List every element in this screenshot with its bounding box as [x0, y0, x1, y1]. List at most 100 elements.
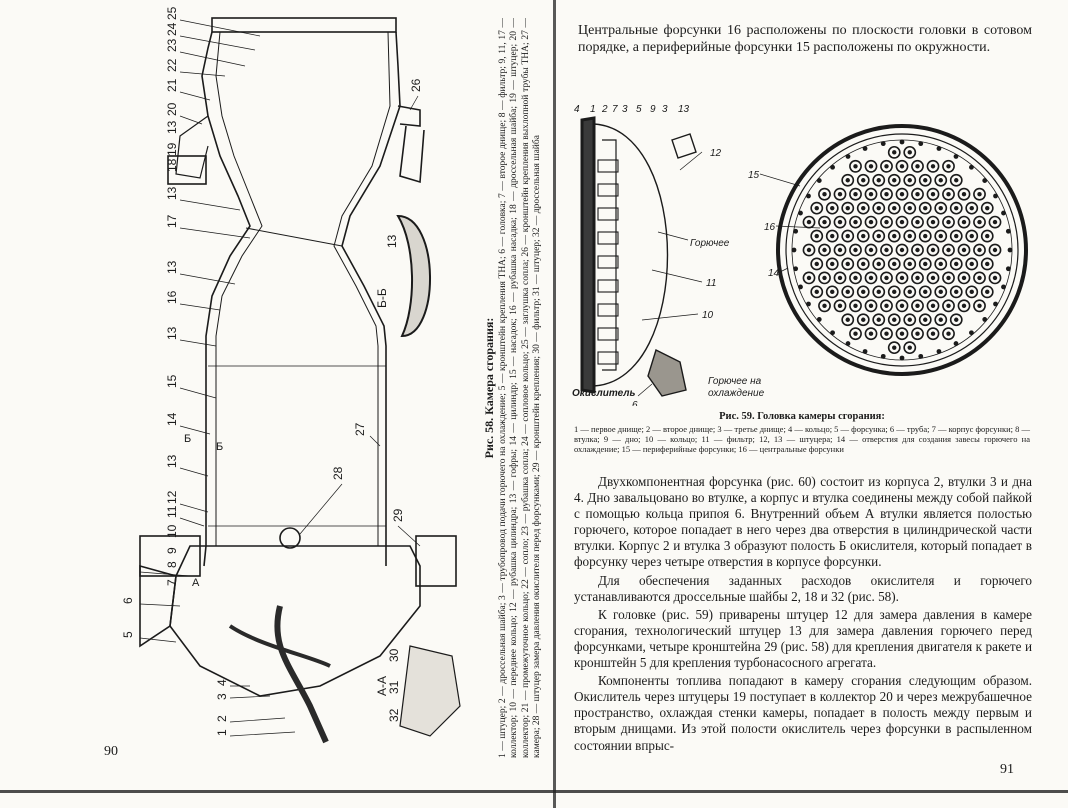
callout-label: 13: [165, 260, 179, 274]
peripheral-injector: [1005, 228, 1011, 234]
callout-label: 25: [165, 6, 179, 20]
injector-core: [946, 219, 951, 225]
mount-bracket: [139, 564, 177, 648]
injector-core: [899, 331, 905, 336]
peripheral-injector: [791, 247, 797, 253]
injector-core: [884, 331, 889, 336]
injector-core: [915, 275, 920, 281]
callout-label: 2: [215, 715, 229, 722]
callout-label: 14: [165, 412, 179, 426]
injector-core: [876, 261, 881, 267]
injector-core: [845, 233, 850, 239]
head-wall: [580, 116, 596, 394]
callout-label: 13: [385, 234, 399, 248]
injector-core: [868, 164, 874, 169]
injector-core: [915, 164, 920, 169]
callout-label: 29: [391, 508, 405, 522]
injector-core: [930, 219, 936, 225]
injector-core: [992, 219, 998, 225]
fitting-18-19: [167, 155, 207, 185]
injector-core: [923, 233, 928, 239]
injector-core: [915, 247, 920, 253]
peripheral-injector: [816, 317, 822, 322]
injector-core: [954, 317, 959, 322]
callout-label: 30: [387, 648, 401, 662]
injector-core: [946, 192, 951, 197]
section-bb-label: Б-Б: [375, 288, 389, 308]
injector-core: [907, 233, 912, 239]
peripheral-injector: [880, 141, 886, 147]
callout-label: 26: [409, 78, 423, 92]
callout-label: 21: [165, 78, 179, 92]
callout-label: 28: [331, 466, 345, 480]
peripheral-injector: [1007, 247, 1013, 253]
injector-core: [915, 331, 920, 336]
injector-core: [977, 247, 982, 253]
injector-core: [892, 345, 897, 350]
fitting-7-8: [139, 535, 201, 577]
injector-core: [938, 178, 943, 183]
injector-core: [837, 192, 843, 197]
callout-13: 13: [678, 104, 690, 115]
peripheral-injector: [816, 178, 822, 183]
injector-core: [907, 345, 912, 350]
peripheral-injector: [969, 164, 974, 170]
injector-core: [907, 150, 912, 155]
injector-core: [930, 247, 936, 253]
injector-core: [923, 261, 928, 267]
injector-core: [884, 275, 889, 281]
injector-core: [946, 331, 951, 336]
injector-core: [837, 219, 843, 225]
injector-core: [954, 289, 959, 295]
peripheral-injector: [953, 154, 959, 159]
callout-16: 16: [764, 222, 776, 233]
injector-core: [806, 219, 812, 225]
figure-58-callouts: 2524232221201319182613171316131514131211…: [121, 6, 423, 736]
injector-core: [954, 178, 959, 183]
callout-2: 2: [601, 104, 608, 115]
injector-core: [853, 192, 858, 197]
injector-core: [884, 192, 889, 197]
injector-core: [830, 289, 835, 295]
injector-core: [946, 247, 951, 253]
injector-core: [806, 275, 812, 281]
injector-core: [969, 233, 974, 239]
injector-core: [961, 303, 967, 308]
callout-1: 1: [590, 104, 596, 115]
injector-core: [907, 289, 912, 295]
injector-core: [892, 205, 897, 211]
injector-core: [992, 247, 998, 253]
injector-column: [597, 159, 619, 365]
injector-core: [954, 233, 959, 239]
injector-core: [845, 178, 850, 183]
figure-58-title: Рис. 58. Камера сгорания:: [482, 317, 496, 459]
callout-label: 19: [165, 142, 179, 156]
fitting-28: [279, 527, 301, 549]
callout-3b: 3: [662, 104, 668, 115]
callout-label: 32: [387, 708, 401, 722]
peripheral-injector: [1005, 266, 1011, 272]
injector-core: [915, 219, 920, 225]
callout-label: 3: [215, 693, 229, 700]
injector-core: [938, 205, 943, 211]
injector-core: [930, 331, 936, 336]
bracket-26: [399, 125, 425, 184]
figure-59-caption: Рис. 59. Головка камеры сгорания: 1 — пе…: [574, 411, 1030, 454]
peripheral-injector: [936, 146, 942, 151]
injector-core: [938, 233, 943, 239]
peripheral-injector: [830, 330, 835, 336]
injector-core: [985, 261, 990, 267]
paragraph-2: Для обеспечения заданных расходов окисли…: [574, 572, 1032, 604]
paragraph-4: Компоненты топлива попадают в камеру сго…: [574, 673, 1032, 753]
peripheral-injector: [845, 341, 851, 346]
injector-core: [837, 275, 843, 281]
nozzle-exit-ring: [211, 17, 397, 33]
callout-label: 1: [215, 729, 229, 736]
peripheral-injector: [862, 146, 868, 151]
injector-core: [899, 303, 905, 308]
callout-label: 17: [165, 214, 179, 228]
paragraph-3: К головке (рис. 59) приварены штуцер 12 …: [574, 606, 1032, 671]
injector-core: [837, 247, 843, 253]
injector-core: [822, 192, 827, 197]
